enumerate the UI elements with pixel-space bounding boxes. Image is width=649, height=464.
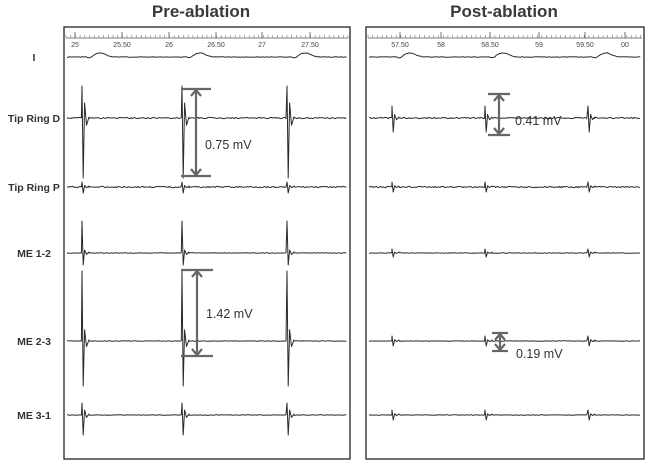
post-trace-i bbox=[368, 52, 641, 59]
pre-tip-ring-d-arrowhead-up bbox=[190, 88, 202, 97]
pre-me-2-3-amplitude-label: 1.42 mV bbox=[206, 307, 253, 321]
pre-tick-label: 26 bbox=[165, 42, 173, 49]
pre-tick-label: 25.50 bbox=[113, 42, 131, 49]
pre-trace-me-2-3 bbox=[66, 270, 347, 387]
lead-label-me-3-1: ME 3-1 bbox=[17, 410, 51, 422]
post-me-2-3-amplitude-label: 0.19 mV bbox=[516, 347, 563, 361]
post-tick-label: 57.50 bbox=[391, 42, 409, 49]
post-tip-ring-d-arrowhead-down bbox=[493, 127, 505, 136]
lead-label-tip-ring-d: Tip Ring D bbox=[8, 113, 61, 125]
lead-label-me-2-3: ME 2-3 bbox=[17, 336, 51, 348]
post-me-2-3-arrowhead-up bbox=[494, 332, 506, 341]
pre-trace-tip-ring-p bbox=[66, 181, 347, 194]
pre-tick-label: 27.50 bbox=[301, 42, 319, 49]
pre-tick-label: 26.50 bbox=[207, 42, 225, 49]
post-tip-ring-d-arrowhead-up bbox=[493, 93, 505, 102]
pre-tip-ring-d-amplitude-label: 0.75 mV bbox=[205, 138, 252, 152]
post-tick-label: 59.50 bbox=[576, 42, 594, 49]
post-tick-label: 58 bbox=[437, 42, 445, 49]
pre-trace-me-1-2 bbox=[66, 220, 347, 266]
pre-me-2-3-arrowhead-down bbox=[191, 348, 203, 357]
pre-ablation-title: Pre-ablation bbox=[152, 2, 250, 21]
post-trace-tip-ring-d bbox=[369, 105, 640, 133]
pre-tick-label: 27 bbox=[258, 42, 266, 49]
pre-me-2-3-arrowhead-up bbox=[191, 269, 203, 278]
lead-label-me-1-2: ME 1-2 bbox=[17, 248, 51, 260]
post-tick-label: 00 bbox=[621, 42, 629, 49]
lead-label-i: I bbox=[33, 52, 36, 64]
pre-trace-i bbox=[66, 52, 347, 59]
post-trace-me-2-3 bbox=[368, 335, 641, 347]
pre-tip-ring-d-arrowhead-down bbox=[190, 168, 202, 177]
post-me-2-3-arrowhead-down bbox=[494, 343, 506, 352]
lead-label-tip-ring-p: Tip Ring P bbox=[8, 182, 60, 194]
post-ablation-panel bbox=[365, 26, 645, 460]
post-ablation-title: Post-ablation bbox=[450, 2, 558, 21]
post-tick-label: 58.50 bbox=[481, 42, 499, 49]
pre-trace-me-3-1 bbox=[66, 402, 347, 436]
pre-ablation-panel bbox=[63, 26, 351, 460]
post-trace-me-1-2 bbox=[369, 248, 641, 258]
post-tip-ring-d-amplitude-label: 0.41 mV bbox=[515, 114, 562, 128]
post-trace-tip-ring-p bbox=[368, 181, 641, 193]
post-trace-me-3-1 bbox=[368, 409, 640, 421]
post-tick-label: 59 bbox=[535, 42, 543, 49]
pre-tick-label: 25 bbox=[71, 42, 79, 49]
pre-trace-tip-ring-d bbox=[66, 85, 347, 179]
